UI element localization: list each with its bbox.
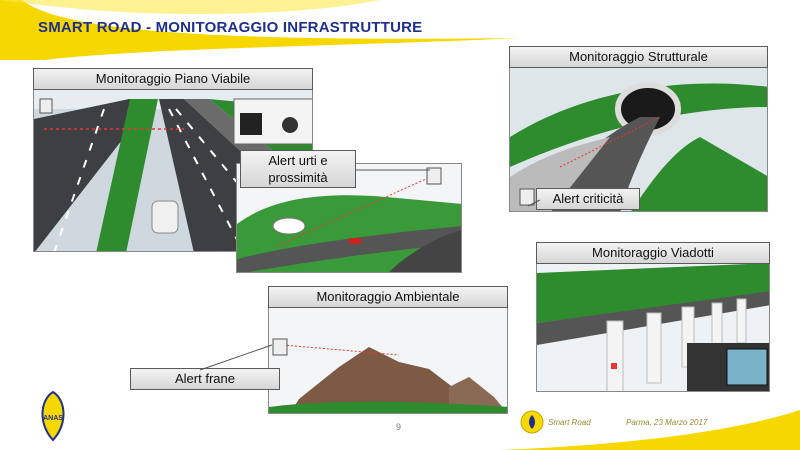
callout-urti: Alert urti e prossimità xyxy=(240,150,356,188)
panel-label-ambientale: Monitoraggio Ambientale xyxy=(268,286,508,308)
callout-frane: Alert frane xyxy=(130,368,280,390)
panel-label-viadotti: Monitoraggio Viadotti xyxy=(536,242,770,264)
footer-brand: Smart Road xyxy=(548,418,591,427)
landslide-image xyxy=(268,306,508,414)
anas-logo: ANAS xyxy=(41,390,65,442)
footer-swoosh xyxy=(500,410,800,450)
header-swoosh xyxy=(0,0,520,60)
panel-label-piano-viabile: Monitoraggio Piano Viabile xyxy=(33,68,313,90)
page-number: 9 xyxy=(396,422,402,432)
panel-label-strutturale: Monitoraggio Strutturale xyxy=(509,46,768,68)
tunnel-image xyxy=(509,66,768,212)
anas-logo-text: ANAS xyxy=(43,415,63,422)
page-title: SMART ROAD - MONITORAGGIO INFRASTRUTTURE xyxy=(38,19,423,36)
smart-road-logo-icon xyxy=(520,410,544,434)
footer-date: Parma, 23 Marzo 2017 xyxy=(626,418,708,427)
callout-criticita: Alert criticità xyxy=(536,188,640,210)
viaduct-image xyxy=(536,262,770,392)
